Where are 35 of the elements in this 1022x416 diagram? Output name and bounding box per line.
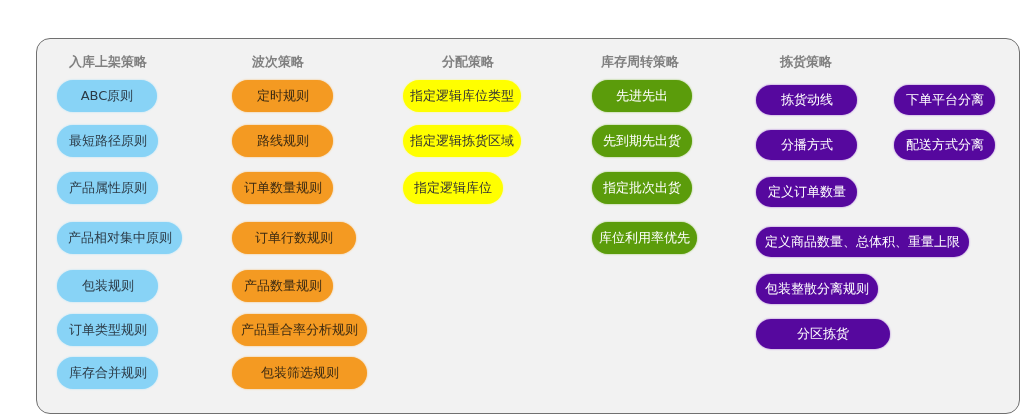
strategy-pill: 包装整散分离规则 (756, 274, 878, 304)
strategy-pill: 指定批次出货 (592, 172, 692, 204)
strategy-pill: 指定逻辑拣货区域 (403, 125, 521, 157)
strategy-pill: 库存合并规则 (57, 357, 158, 389)
strategy-pill: 先进先出 (592, 80, 692, 112)
strategy-pill: 包装规则 (57, 270, 158, 302)
strategy-pill: 产品重合率分析规则 (232, 314, 367, 346)
strategy-pill: 订单数量规则 (232, 172, 333, 204)
strategy-pill: 指定逻辑库位 (403, 172, 503, 204)
strategy-pill: 分区拣货 (756, 319, 890, 349)
strategy-pill: 产品数量规则 (232, 270, 333, 302)
column-heading: 入库上架策略 (69, 54, 147, 70)
column-heading: 拣货策略 (780, 54, 832, 70)
strategy-pill: 配送方式分离 (894, 130, 995, 160)
panel-card (36, 38, 1020, 414)
strategy-pill: 路线规则 (232, 125, 333, 157)
strategy-pill: 产品属性原则 (57, 172, 158, 204)
strategy-pill: ABC原则 (57, 80, 157, 112)
column-heading: 分配策略 (442, 54, 494, 70)
strategy-pill: 订单行数规则 (232, 222, 356, 254)
strategy-pill: 产品相对集中原则 (57, 222, 182, 254)
strategy-pill: 下单平台分离 (894, 85, 995, 115)
strategy-pill: 订单类型规则 (57, 314, 158, 346)
strategy-pill: 拣货动线 (756, 85, 857, 115)
strategy-pill: 分播方式 (756, 130, 857, 160)
strategy-pill: 库位利用率优先 (592, 222, 697, 254)
strategy-pill: 指定逻辑库位类型 (403, 80, 521, 112)
strategy-pill: 定义商品数量、总体积、重量上限 (756, 227, 969, 257)
column-heading: 波次策略 (252, 54, 304, 70)
strategy-pill: 最短路径原则 (57, 125, 158, 157)
strategy-pill: 定时规则 (232, 80, 333, 112)
strategy-pill: 包装筛选规则 (232, 357, 367, 389)
strategy-pill: 定义订单数量 (756, 177, 857, 207)
column-heading: 库存周转策略 (601, 54, 679, 70)
strategy-pill: 先到期先出货 (592, 125, 692, 157)
